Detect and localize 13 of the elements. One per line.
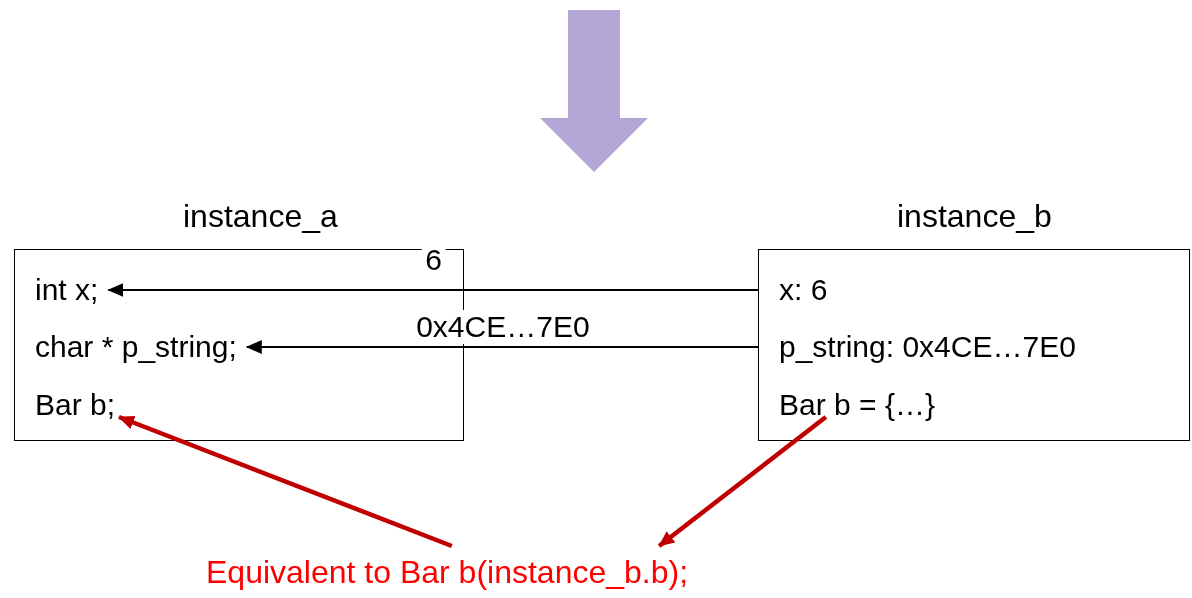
arrow: [657, 415, 828, 548]
member-text: char * p_string;: [35, 329, 237, 365]
arrow: [118, 414, 453, 549]
arrow: [107, 283, 760, 297]
member-text: x: 6: [779, 272, 828, 308]
instance-heading: instance_b: [897, 197, 1052, 236]
arrow: [245, 340, 760, 354]
member-text: Bar b;: [35, 387, 116, 423]
instance-heading: instance_a: [183, 197, 338, 236]
member-text: Bar b = {…}: [779, 387, 935, 423]
member-text: int x;: [35, 272, 99, 308]
annotation-text: Equivalent to Bar b(instance_b.b);: [206, 553, 689, 592]
member-text: p_string: 0x4CE…7E0: [779, 329, 1076, 365]
